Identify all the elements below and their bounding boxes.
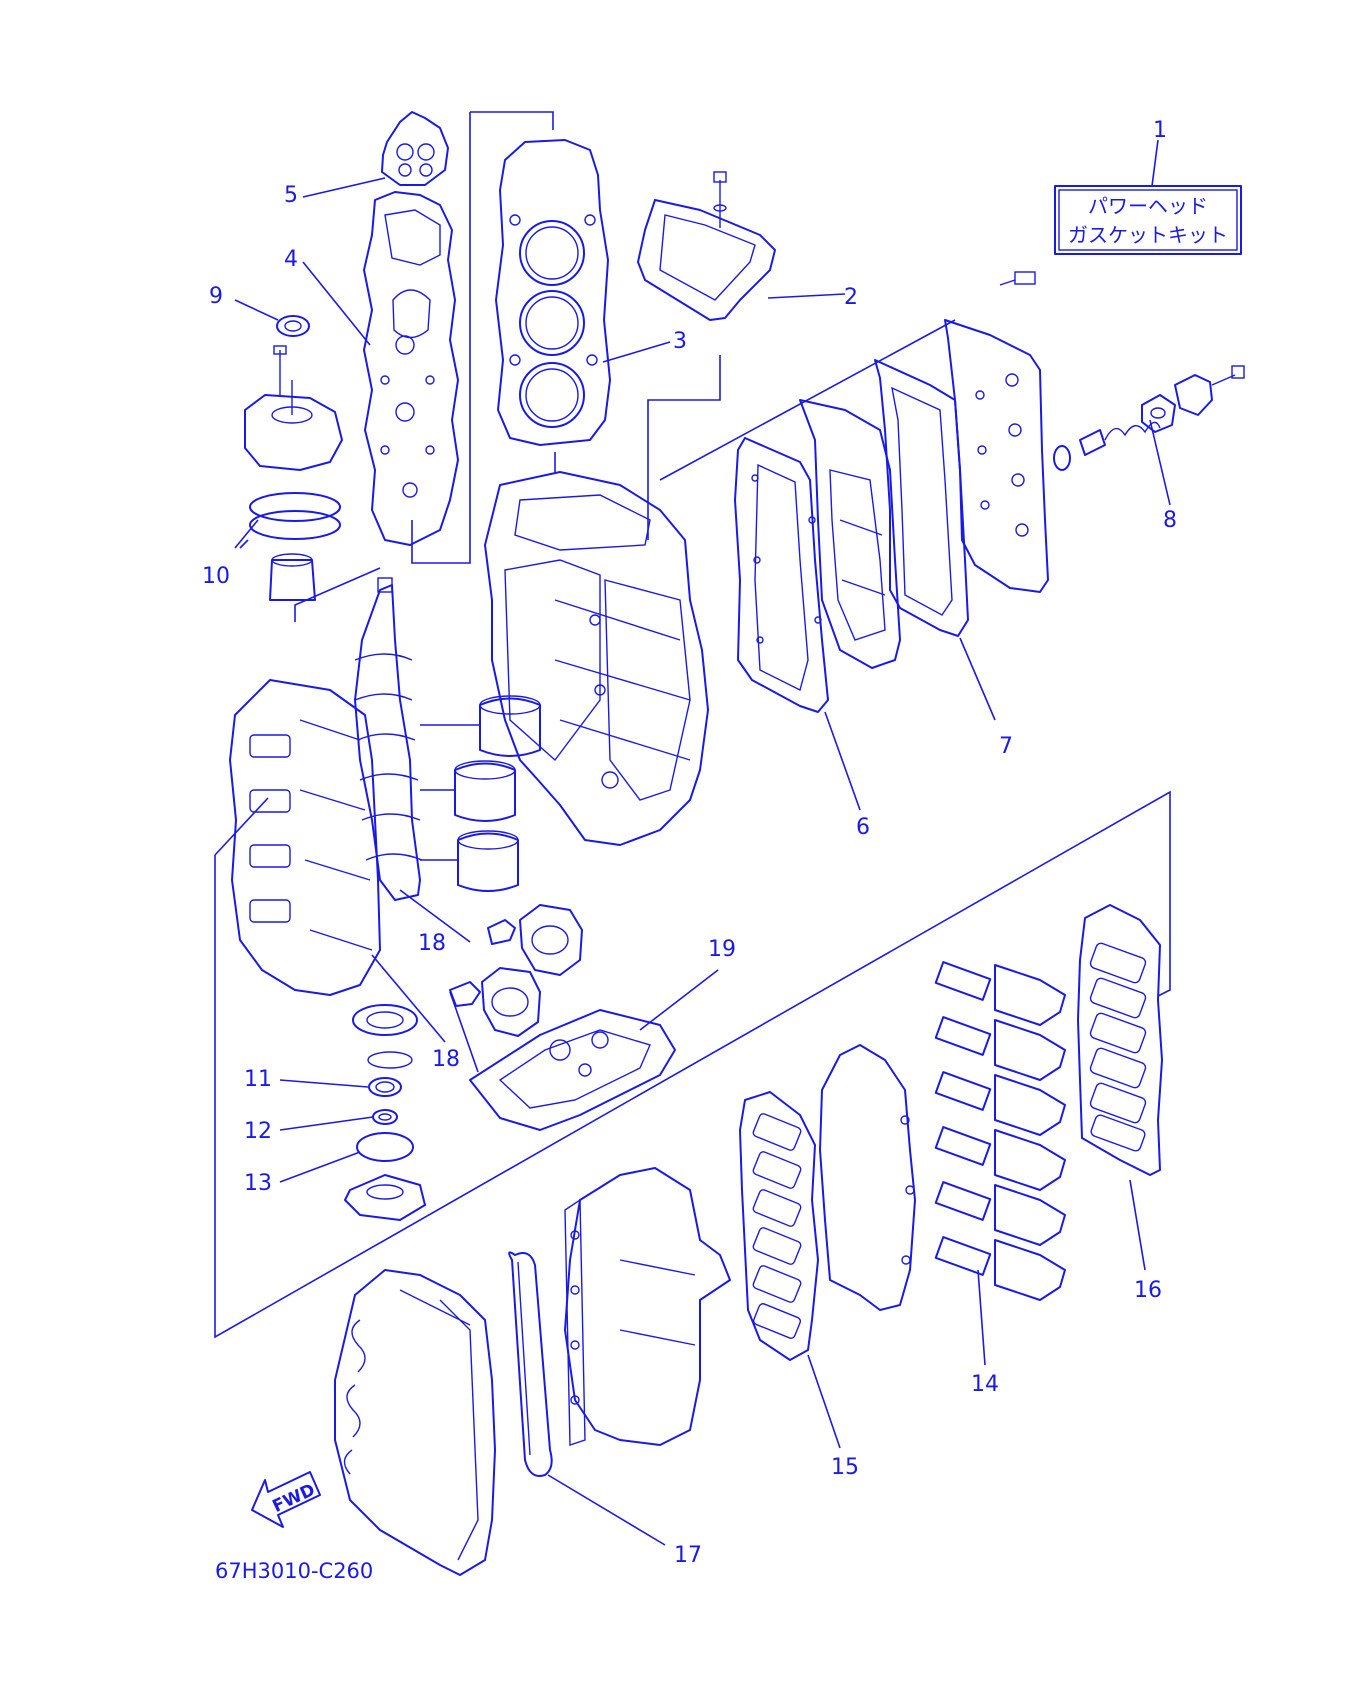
callout-7: 7: [999, 734, 1013, 759]
callout-4: 4: [284, 247, 298, 272]
part-5-exhaust-cover-gasket: [381, 111, 449, 186]
intake-manifold: [564, 1167, 731, 1446]
kit-label-line2: ガスケットキット: [1068, 223, 1228, 247]
callout-17: 17: [674, 1543, 702, 1568]
part-12-seal: [372, 1109, 398, 1125]
callout-16: 16: [1134, 1278, 1162, 1303]
callout-2: 2: [844, 285, 858, 310]
fwd-arrow: FWD: [251, 1471, 321, 1528]
callout-3: 3: [673, 329, 687, 354]
assembly-frame-lines: [214, 111, 1171, 1339]
exhaust-cover: [799, 399, 901, 669]
leader-lines: [234, 139, 1171, 1546]
part-9-oil-seal: [244, 315, 343, 471]
callout-1: 1: [1153, 118, 1167, 143]
callout-labels: 1 2 3 4 5 6 7 8 9 10 11 12 13 14 15 16 1…: [202, 118, 1177, 1568]
crankcase: [229, 679, 381, 996]
part-3-head-gasket: [495, 139, 611, 446]
callout-18-upper: 18: [418, 931, 446, 956]
part-7-gasket: [874, 359, 969, 637]
part-11-oil-seal: [368, 1077, 402, 1097]
part-13-o-ring: [356, 1132, 414, 1162]
part-17-seal-loop: [508, 1251, 553, 1477]
callout-6: 6: [856, 815, 870, 840]
pistons: [420, 695, 541, 892]
callout-5: 5: [284, 183, 298, 208]
part-14-reed-gaskets: [934, 961, 992, 1276]
diagram-code: 67H3010-C260: [215, 1559, 373, 1583]
callout-14: 14: [971, 1372, 999, 1397]
part-2-cover-gasket: [637, 171, 776, 321]
callout-10: 10: [202, 564, 230, 589]
silencer-cover: [334, 1269, 496, 1576]
part-16-reed-plate-gasket: [1077, 904, 1163, 1176]
part-10-ring-set: [249, 492, 341, 601]
crankshaft: [354, 577, 423, 901]
kit-label-line1: パワーヘッド: [1088, 194, 1208, 218]
part-4-exhaust-gasket: [363, 191, 459, 546]
lower-seal-stack: [344, 1004, 426, 1221]
reed-plate: [819, 1044, 916, 1311]
part-15-intake-gasket: [739, 1091, 819, 1361]
callout-13: 13: [244, 1171, 272, 1196]
gasket-kit-box: パワーヘッド ガスケットキット: [1054, 185, 1242, 255]
callout-19: 19: [708, 937, 736, 962]
callout-11: 11: [244, 1067, 272, 1092]
part-8-thermostat-assembly: [1053, 365, 1245, 471]
cylinder-head: [944, 271, 1049, 593]
callout-18-lower: 18: [432, 1047, 460, 1072]
part-6-gasket: [734, 437, 829, 713]
callout-8: 8: [1163, 508, 1177, 533]
part-18-valve-gaskets: [449, 904, 583, 1037]
callout-12: 12: [244, 1119, 272, 1144]
part-19-base-gasket: [469, 1009, 676, 1131]
callout-9: 9: [209, 284, 223, 309]
cylinder-block: [484, 471, 709, 846]
reed-valves: [994, 964, 1066, 1301]
callout-15: 15: [831, 1455, 859, 1480]
fwd-label: FWD: [270, 1480, 319, 1517]
